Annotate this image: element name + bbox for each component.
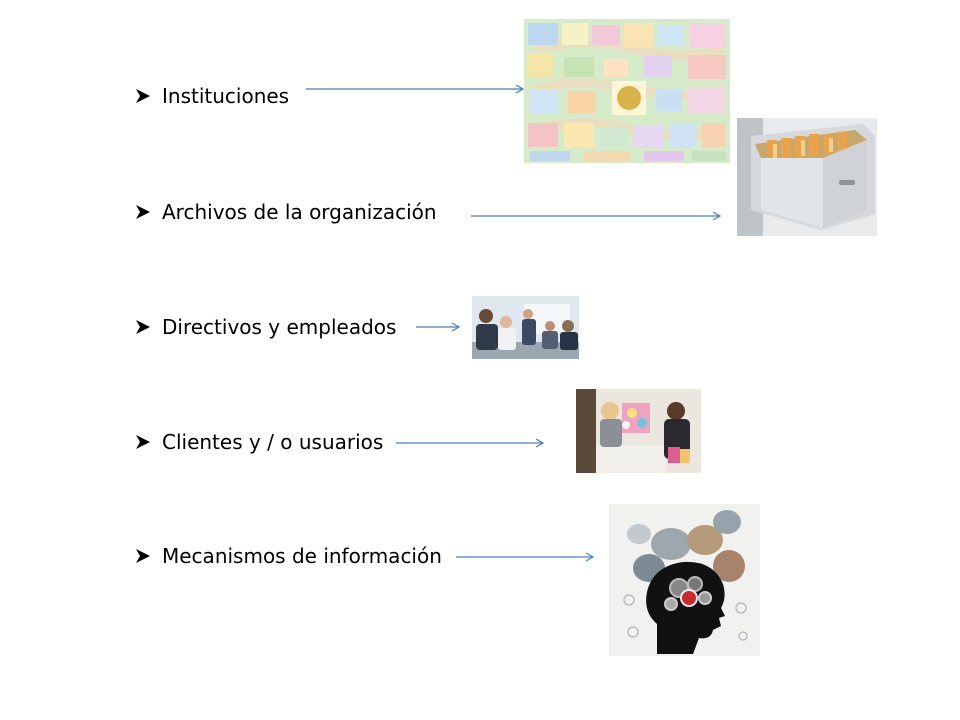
- bullet-item-archivos: Archivos de la organización: [134, 197, 437, 227]
- arrowhead-bullet-icon: [136, 205, 150, 219]
- bullet-item-instituciones: Instituciones: [134, 81, 289, 111]
- connector-arrow: [471, 211, 722, 221]
- head-gears-image: [609, 504, 760, 656]
- arrowhead-bullet-icon: [136, 549, 150, 563]
- connector-arrow: [416, 322, 461, 332]
- bullet-item-directivos: Directivos y empleados: [134, 312, 396, 342]
- bullet-item-mecanismos: Mecanismos de información: [134, 541, 442, 571]
- bullet-text: Clientes y / o usuarios: [162, 430, 384, 454]
- arrowhead-bullet-icon: [136, 89, 150, 103]
- bullet-text: Instituciones: [162, 84, 290, 108]
- filing-cabinet-image: [737, 118, 877, 236]
- shop-clients-image: [576, 389, 701, 473]
- bullet-text: Directivos y empleados: [162, 315, 397, 339]
- institutions-collage-image: [524, 19, 730, 163]
- arrowhead-bullet-icon: [136, 320, 150, 334]
- connector-arrow: [456, 552, 595, 562]
- connector-arrow: [306, 84, 525, 94]
- meeting-photo-image: [472, 296, 579, 359]
- arrowhead-bullet-icon: [136, 435, 150, 449]
- bullet-text: Archivos de la organización: [162, 200, 437, 224]
- bullet-item-clientes: Clientes y / o usuarios: [134, 427, 383, 457]
- connector-arrow: [396, 438, 545, 448]
- bullet-text: Mecanismos de información: [162, 544, 442, 568]
